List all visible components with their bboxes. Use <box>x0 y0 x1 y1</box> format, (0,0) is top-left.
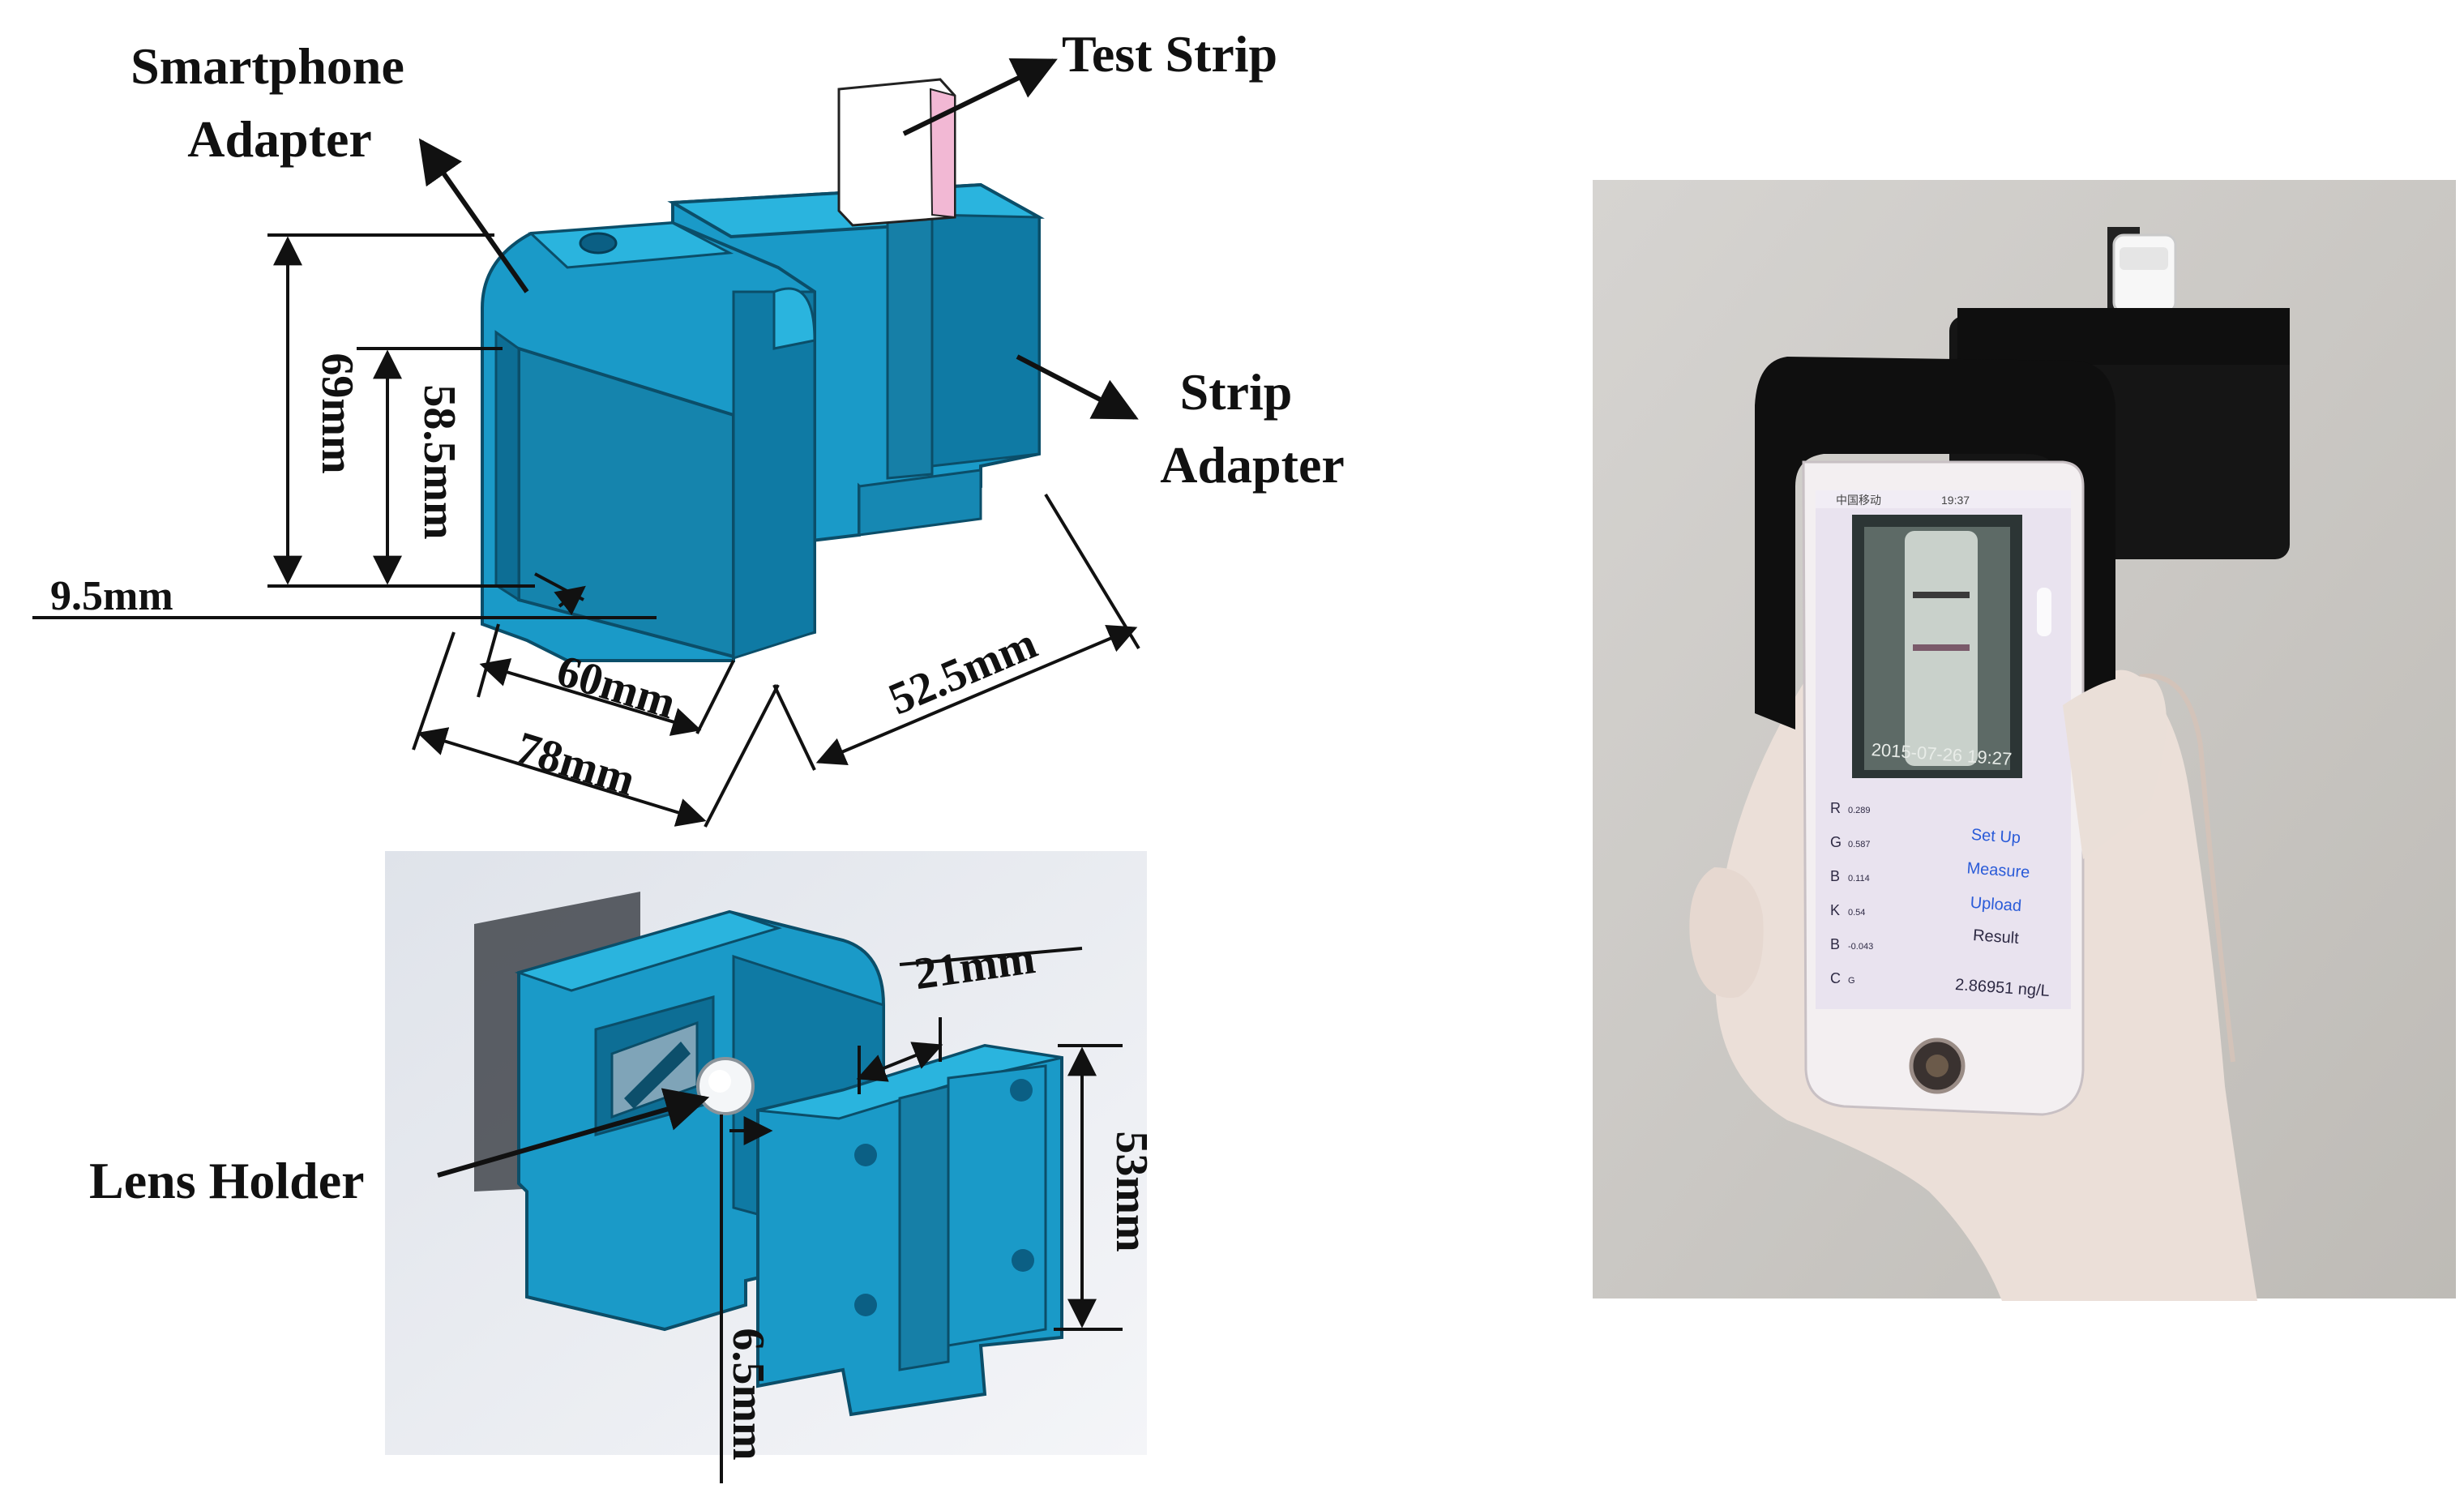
reading-value-2: 0.114 <box>1848 874 1870 883</box>
reading-value-1: 0.587 <box>1848 840 1871 849</box>
home-button-inner <box>1926 1055 1949 1077</box>
strip-adapter-label-line2: Adapter <box>1160 436 1345 494</box>
reading-key-2: B <box>1830 868 1840 884</box>
reading-value-3: 0.54 <box>1848 908 1865 918</box>
assembled-design-drawing: Smartphone Adapter Test Strip Strip Adap… <box>32 25 1345 828</box>
reading-key-3: K <box>1830 902 1840 918</box>
smartphone: 中国移动 19:37 2015-07-26 19:27 R 0.289 G 0.… <box>1802 460 2085 1116</box>
control-line <box>1913 592 1970 598</box>
smartphone-adapter-model <box>481 220 816 662</box>
smartphone-adapter-black <box>1755 357 2115 746</box>
test-strip-label: Test Strip <box>1062 25 1277 83</box>
setup-button[interactable]: Set Up <box>1970 826 2021 847</box>
dimension-depth: 52.5mm <box>882 618 1044 725</box>
smartphone-adapter-arrow <box>418 138 529 293</box>
status-bar <box>1816 490 2071 508</box>
status-carrier: 中国移动 <box>1836 494 1881 507</box>
reading-key-1: G <box>1830 834 1842 850</box>
strip-adapter-arrow <box>1016 354 1139 420</box>
readings-list: R 0.289 G 0.587 B 0.114 K 0.54 B -0.043 … <box>1830 800 1873 986</box>
test-line <box>1913 644 1970 651</box>
dimension-base-offset: 9.5mm <box>50 573 173 619</box>
lens-holder-label: Lens Holder <box>89 1152 365 1209</box>
thumb <box>2063 676 2167 859</box>
dimension-strip-height: 53mm <box>1106 1131 1157 1251</box>
test-strip-model <box>837 78 956 227</box>
dimension-height-inner: 58.5mm <box>414 384 464 539</box>
exploded-view-drawing: Lens Holder 21mm 53mm 6.5mm <box>89 851 1157 1483</box>
device-photograph: 中国移动 19:37 2015-07-26 19:27 R 0.289 G 0.… <box>1593 180 2456 1301</box>
reading-value-4: -0.043 <box>1848 942 1873 952</box>
upload-button[interactable]: Upload <box>1970 894 2022 915</box>
dimension-height-outer: 69mm <box>312 353 362 473</box>
measure-button[interactable]: Measure <box>1966 859 2030 881</box>
smartphone-adapter-label-line2: Adapter <box>187 110 372 168</box>
dimension-lens-offset: 6.5mm <box>723 1328 773 1460</box>
reading-value-5: G <box>1848 976 1855 986</box>
result-label: Result <box>1972 926 2020 948</box>
exploded-dimension-lines <box>720 947 1123 1483</box>
strip-adapter-front-model <box>756 1043 1063 1417</box>
strip-adapter-label-line1: Strip <box>1180 363 1293 421</box>
reading-value-0: 0.289 <box>1848 806 1871 815</box>
reading-key-0: R <box>1830 800 1841 816</box>
dimension-lines <box>32 233 1140 828</box>
scroll-indicator[interactable] <box>2037 588 2051 636</box>
lens-holder-arrow <box>437 1088 710 1178</box>
status-time: 19:37 <box>1941 494 1970 507</box>
reading-key-4: B <box>1830 936 1840 952</box>
test-strip-arrow <box>902 58 1058 136</box>
smartphone-adapter-label-line1: Smartphone <box>130 37 404 95</box>
dimension-outer-width: 78mm <box>511 722 641 806</box>
test-strip-cartridge <box>2112 233 2177 314</box>
reading-key-5: C <box>1830 970 1841 986</box>
